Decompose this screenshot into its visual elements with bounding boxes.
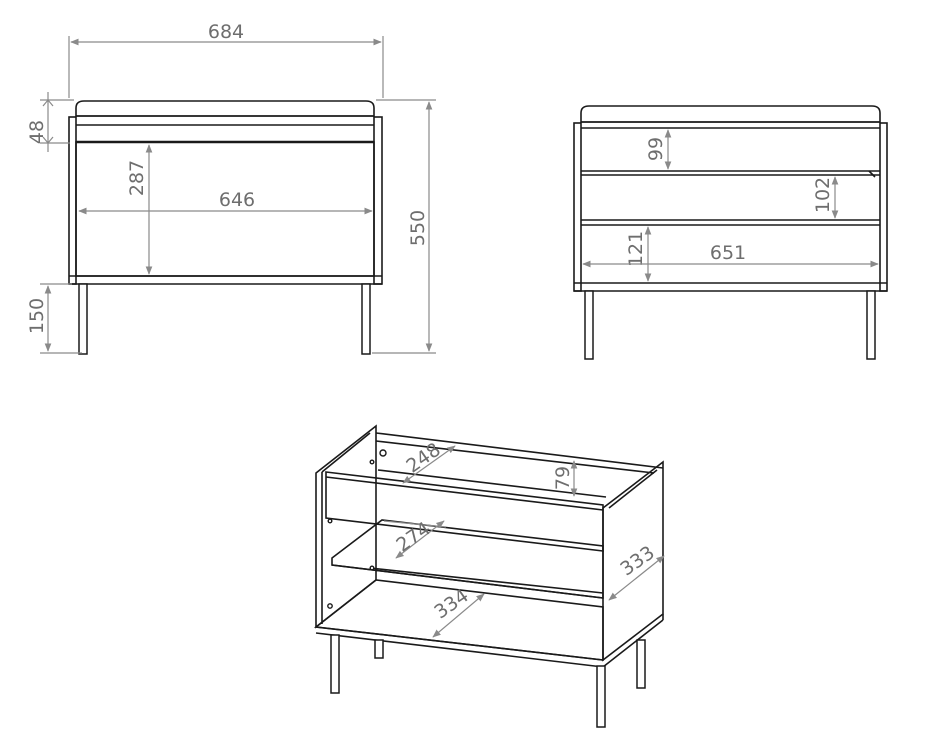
section-view: 99 102 121 651 [573,105,888,360]
dim-iso-drawer-height: 79 [552,466,574,490]
dim-section-drawer-height: 99 [645,137,667,161]
front-right-side [373,116,383,285]
dim-front-overall-width: 684 [208,21,244,43]
iso-front-right-leg [596,665,606,728]
iso-back-right-leg [636,639,646,689]
dim-iso-shelf-depth: 274 [392,518,434,557]
front-right-leg [361,283,371,355]
section-cushion [580,105,881,123]
section-right-side [879,122,888,292]
dim-section-inner-width: 651 [710,242,746,264]
front-left-side [68,116,77,285]
section-left-leg [584,290,594,360]
section-right-leg [866,290,876,360]
front-left-leg [78,283,88,355]
front-view: 684 48 287 646 550 150 [26,21,436,355]
isometric-view: 248 79 274 333 334 [313,424,665,728]
iso-front-left-leg [330,634,340,694]
dim-front-top-thickness: 48 [26,120,48,144]
dim-section-lower-height: 121 [625,231,647,267]
front-cushion [75,100,375,117]
iso-left-side [315,424,377,629]
section-left-side [573,122,582,292]
dim-front-leg-height: 150 [26,298,48,334]
dim-front-inner-width: 646 [219,189,255,211]
dim-front-overall-height: 550 [407,210,429,246]
iso-shelf [331,519,604,599]
dim-iso-side-depth: 333 [616,542,658,581]
iso-back-left-leg [374,639,384,659]
dim-section-middle-height: 102 [812,177,834,213]
dim-front-inner-height: 287 [126,160,148,196]
iso-hole-upper [379,449,387,457]
